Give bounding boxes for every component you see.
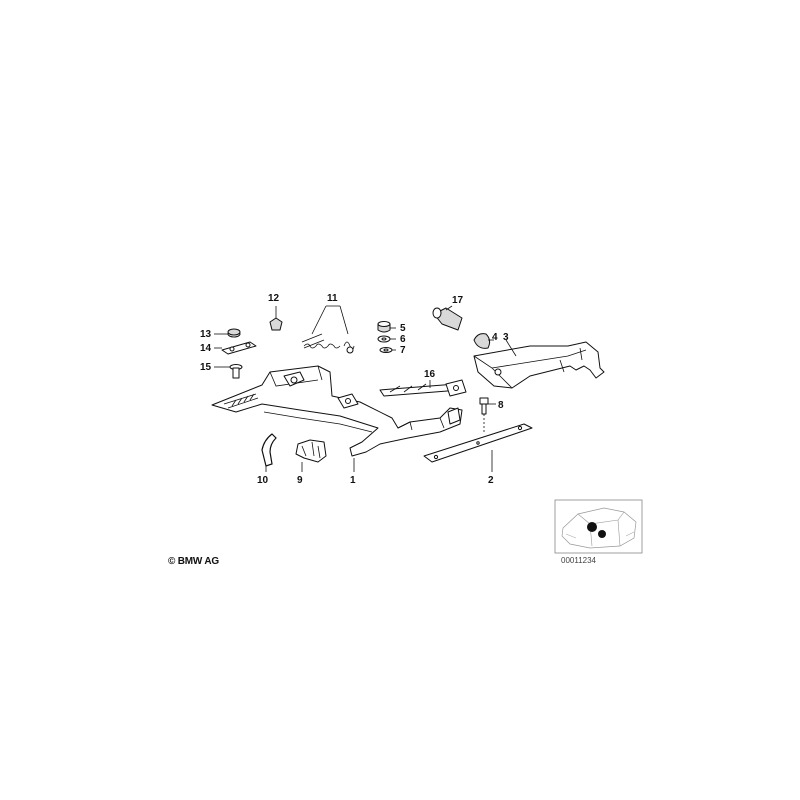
- part-nut[interactable]: [227, 328, 241, 338]
- part-washer-7[interactable]: [379, 347, 393, 353]
- callout-17: 17: [452, 295, 464, 306]
- part-adjusting-rod[interactable]: [379, 379, 467, 397]
- callout-labels: 1 2 3 4 5 6 7 8 9 10 11 12 13 14 15 16 1…: [200, 293, 509, 486]
- callout-2: 2: [488, 475, 494, 486]
- part-seat-rail-frame[interactable]: [211, 365, 463, 457]
- part-bush[interactable]: [377, 321, 391, 333]
- leader-lines: [214, 305, 517, 472]
- car-locator-thumbnail: [554, 499, 643, 554]
- part-cap[interactable]: [473, 333, 491, 349]
- part-support-bracket[interactable]: [473, 341, 605, 389]
- callout-13: 13: [200, 329, 212, 340]
- part-pin[interactable]: [229, 364, 243, 379]
- callout-15: 15: [200, 362, 212, 373]
- callout-16: 16: [424, 369, 436, 380]
- part-washer-6[interactable]: [377, 335, 391, 343]
- copyright-notice: © BMW AG: [168, 556, 219, 567]
- callout-8: 8: [498, 400, 504, 411]
- callout-11: 11: [327, 293, 338, 304]
- part-rivet[interactable]: [269, 317, 283, 331]
- part-tension-springs[interactable]: [301, 333, 355, 354]
- callout-4: 4: [492, 332, 498, 343]
- callout-7: 7: [400, 345, 406, 356]
- callout-10: 10: [257, 475, 269, 486]
- image-number: 00011234: [561, 556, 596, 565]
- seat-location-marker: [587, 522, 597, 532]
- part-sleeve[interactable]: [432, 307, 463, 331]
- seat-location-marker: [598, 530, 606, 538]
- part-link-plate[interactable]: [221, 341, 257, 355]
- callout-9: 9: [297, 475, 303, 486]
- part-clip[interactable]: [295, 439, 327, 463]
- callout-12: 12: [268, 293, 280, 304]
- part-spring-clip[interactable]: [261, 433, 277, 467]
- callout-3: 3: [503, 332, 509, 343]
- part-bolt[interactable]: [479, 397, 489, 432]
- callout-5: 5: [400, 323, 406, 334]
- callout-1: 1: [350, 475, 356, 486]
- callout-14: 14: [200, 343, 212, 354]
- copyright-text: BMW AG: [177, 556, 219, 567]
- callout-6: 6: [400, 334, 406, 345]
- part-slide-strip[interactable]: [423, 423, 533, 463]
